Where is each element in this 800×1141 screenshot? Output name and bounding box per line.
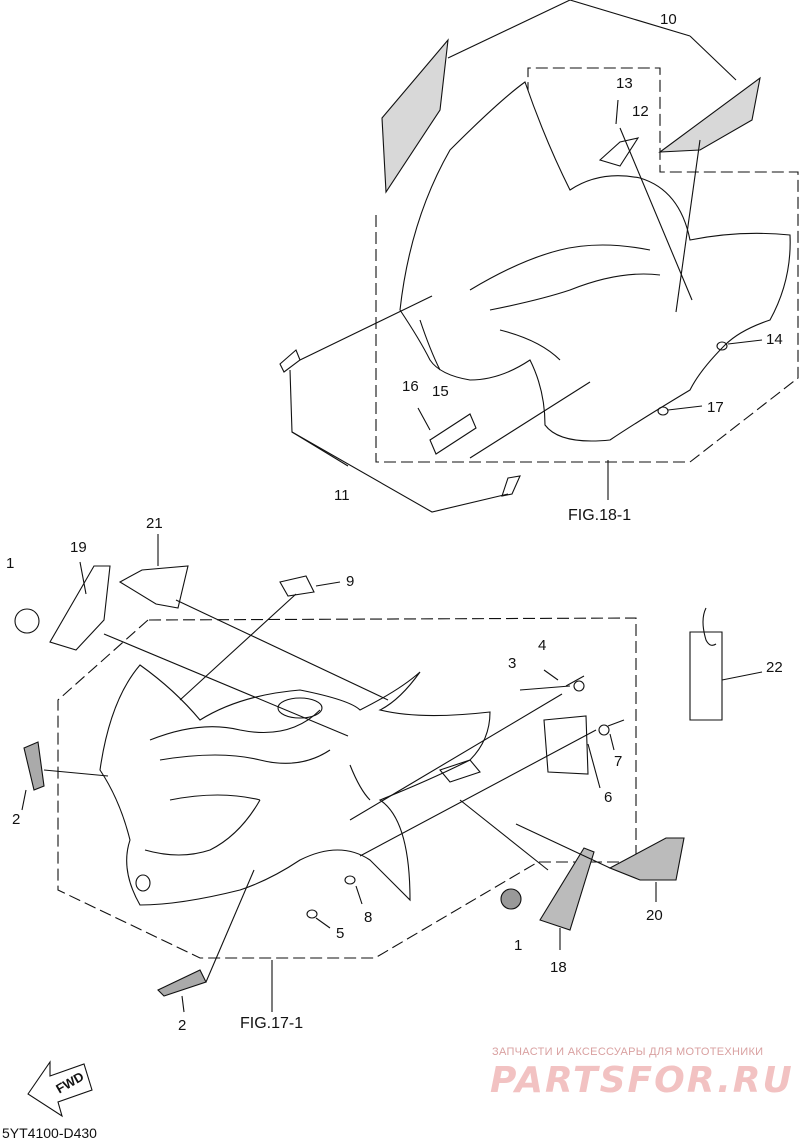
callout-4: 4: [538, 637, 547, 654]
callout-9: 9: [346, 573, 355, 590]
figure-ref-18-1: FIG.18-1: [568, 507, 632, 524]
emblem-1-bottom: [500, 888, 522, 910]
fig18-dashed-frame: [375, 67, 799, 463]
watermark-tagline: ЗАПЧАСТИ И АКСЕССУАРЫ ДЛЯ МОТОТЕХНИКИ: [492, 1046, 764, 1058]
diagram-code: 5YT4100-D430: [2, 1125, 97, 1141]
front-fender: [99, 664, 491, 906]
callout-13: 13: [616, 75, 633, 92]
tag-22: [689, 631, 723, 721]
callout-20: 20: [646, 907, 663, 924]
callout-19: 19: [70, 539, 87, 556]
decal-11: [279, 349, 301, 373]
decal-21: [118, 565, 189, 609]
figure-ref-17-1: FIG.17-1: [240, 1015, 304, 1032]
fig17-dashed-frame: [57, 617, 637, 959]
callout-7: 7: [614, 753, 623, 770]
callout-18: 18: [550, 959, 567, 976]
callout-3: 3: [508, 655, 517, 672]
callout-2-top: 2: [12, 811, 21, 828]
callout-21: 21: [146, 515, 163, 532]
callout-12: 12: [632, 103, 649, 120]
callout-22: 22: [766, 659, 783, 676]
callout-6: 6: [604, 789, 613, 806]
decal-2-bottom: [157, 969, 207, 997]
decal-19: [49, 565, 111, 651]
watermark-brand: PARTSFOR.RU: [490, 1060, 794, 1101]
callout-11: 11: [334, 487, 350, 504]
decal-9: [279, 575, 315, 597]
callout-17: 17: [707, 399, 724, 416]
callout-1-left: 1: [6, 555, 15, 572]
decal-2-top: [23, 741, 45, 791]
callout-15: 15: [432, 383, 449, 400]
callout-14: 14: [766, 331, 783, 348]
fwd-arrow: [27, 1060, 93, 1118]
emblem-1-left: [14, 608, 40, 634]
decal-10-left: [381, 38, 449, 194]
callout-8: 8: [364, 909, 373, 926]
decal-10-right: [658, 76, 761, 153]
callout-16: 16: [402, 378, 419, 395]
callout-10: 10: [660, 11, 677, 28]
decal-20: [608, 837, 685, 881]
decal-18: [539, 847, 595, 931]
callout-2-bottom: 2: [178, 1017, 187, 1034]
callout-5: 5: [336, 925, 345, 942]
callout-1-bottom: 1: [514, 937, 523, 954]
rear-fender: [399, 81, 791, 442]
